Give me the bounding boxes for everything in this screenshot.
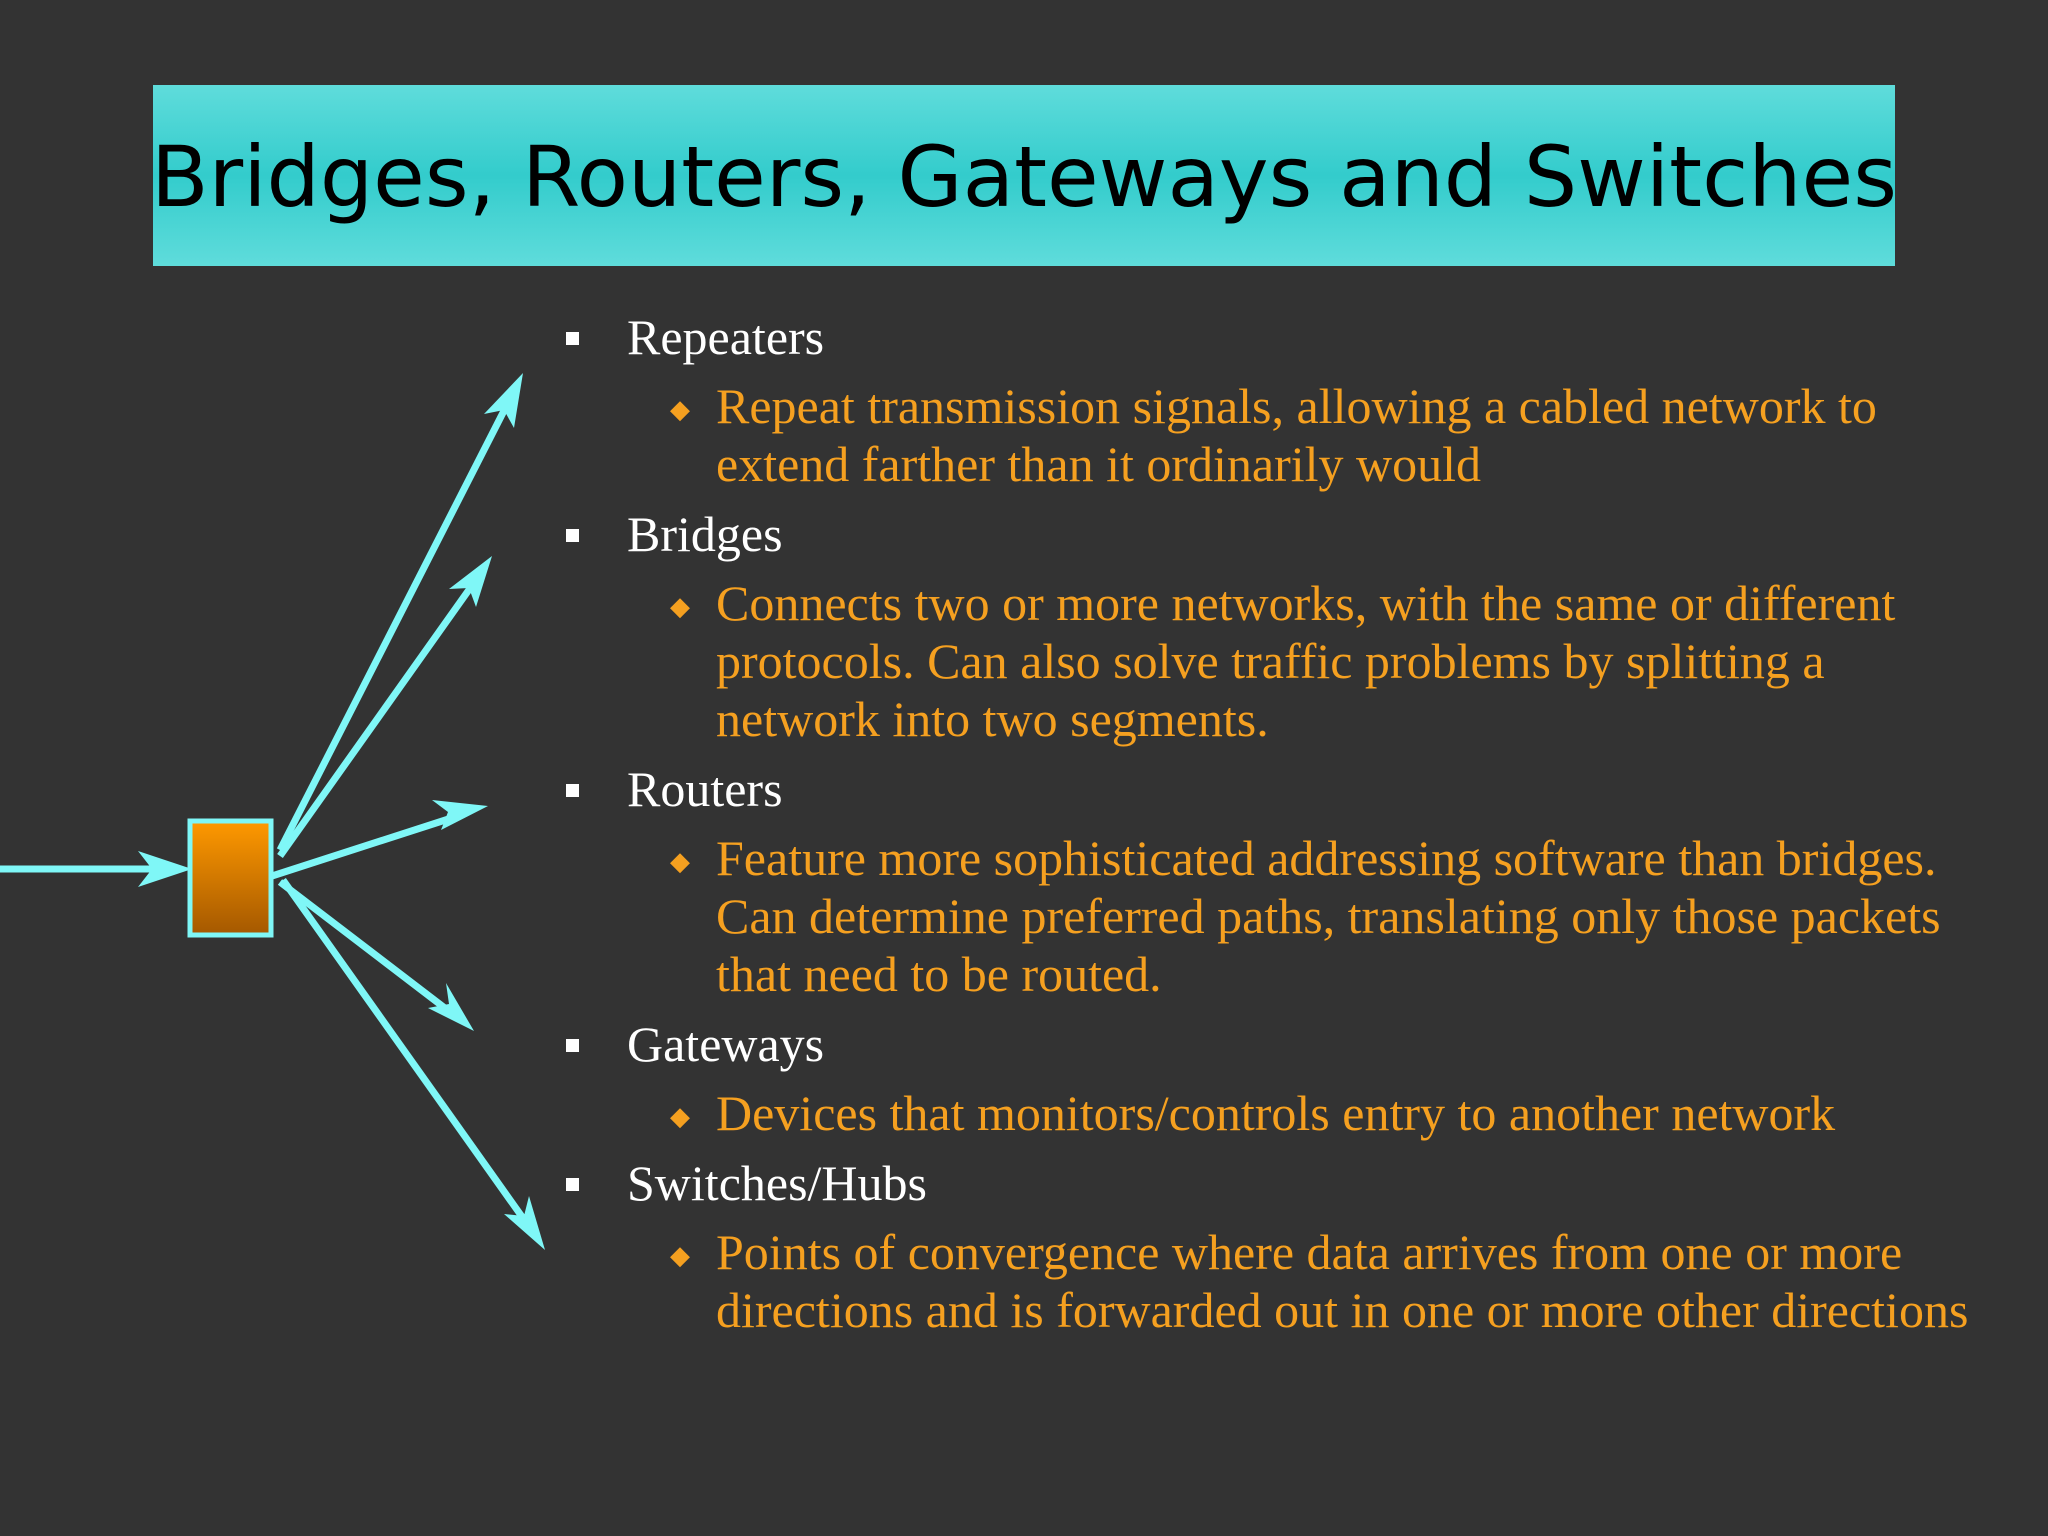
diamond-bullet-icon: ◆	[670, 592, 690, 621]
item-detail: Devices that monitors/controls entry to …	[716, 1085, 1836, 1141]
list-item-detail: ◆ Feature more sophisticated addressing …	[560, 829, 2000, 1003]
square-bullet-icon	[566, 784, 579, 797]
item-heading: Routers	[627, 761, 783, 817]
square-bullet-icon	[566, 1178, 579, 1191]
item-detail: Connects two or more networks, with the …	[716, 575, 1896, 747]
diamond-bullet-icon: ◆	[670, 1241, 690, 1270]
square-bullet-icon	[566, 332, 579, 345]
item-heading: Repeaters	[627, 309, 825, 365]
list-item-detail: ◆ Connects two or more networks, with th…	[560, 574, 2000, 748]
slide-title: Bridges, Routers, Gateways and Switches	[151, 127, 1897, 226]
list-item-detail: ◆ Points of convergence where data arriv…	[560, 1223, 2000, 1339]
list-item: Repeaters	[560, 308, 2000, 366]
item-heading: Gateways	[627, 1016, 825, 1072]
arrow-to-switches	[280, 877, 545, 1250]
item-heading: Bridges	[627, 506, 783, 562]
arrow-to-gateways	[277, 879, 474, 1031]
list-item-detail: ◆ Devices that monitors/controls entry t…	[560, 1084, 2000, 1142]
item-heading: Switches/Hubs	[627, 1155, 927, 1211]
network-node	[187, 818, 274, 938]
diamond-bullet-icon: ◆	[670, 395, 690, 424]
list-item: Gateways	[560, 1015, 2000, 1073]
arrow-to-repeaters	[276, 373, 523, 852]
item-detail: Repeat transmission signals, allowing a …	[716, 378, 1877, 492]
incoming-arrow	[0, 851, 192, 887]
square-bullet-icon	[566, 1039, 579, 1052]
title-banner: Bridges, Routers, Gateways and Switches	[151, 85, 1897, 266]
list-item-detail: ◆ Repeat transmission signals, allowing …	[560, 377, 2000, 493]
diamond-bullet-icon: ◆	[670, 1102, 690, 1131]
diamond-bullet-icon: ◆	[670, 847, 690, 876]
bullet-list: Repeaters ◆ Repeat transmission signals,…	[560, 308, 2000, 1351]
list-item: Switches/Hubs	[560, 1154, 2000, 1212]
item-detail: Feature more sophisticated addressing so…	[716, 830, 1941, 1002]
square-bullet-icon	[566, 529, 579, 542]
arrow-to-bridges	[277, 556, 492, 859]
item-detail: Points of convergence where data arrives…	[716, 1224, 1969, 1338]
list-item: Bridges	[560, 505, 2000, 563]
arrow-to-routers	[270, 800, 488, 880]
list-item: Routers	[560, 760, 2000, 818]
